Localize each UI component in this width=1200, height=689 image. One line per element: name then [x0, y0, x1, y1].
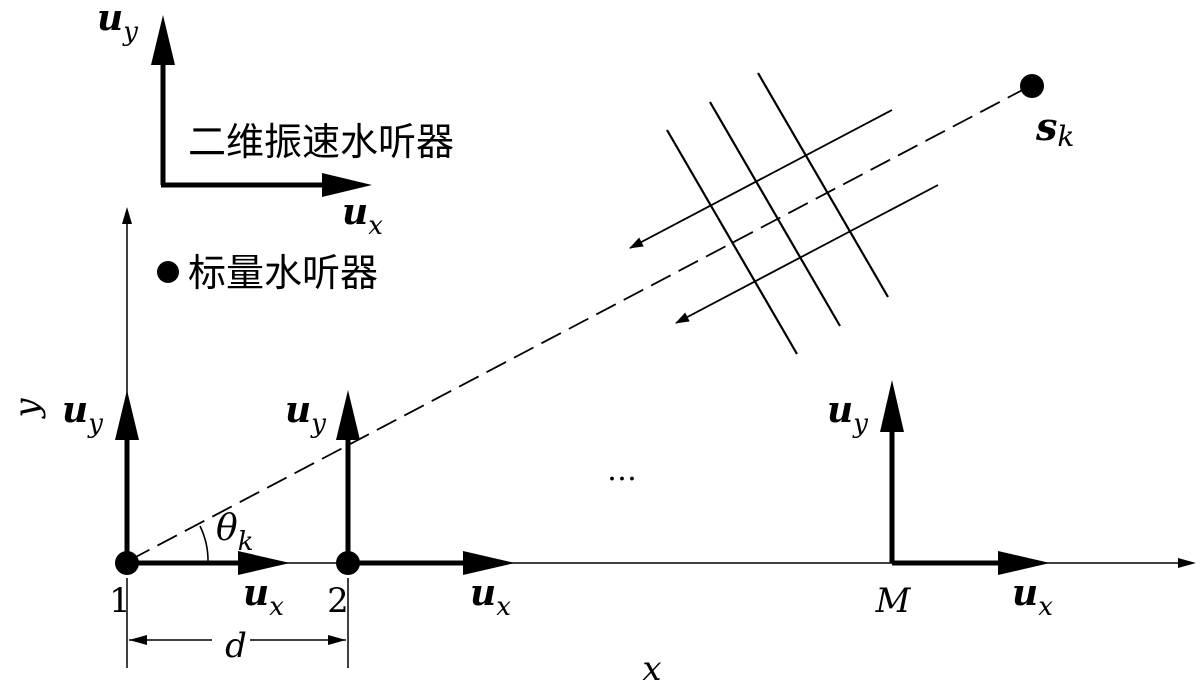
wavefront-line-1	[666, 129, 798, 355]
source-dot	[1020, 74, 1044, 98]
array-ellipsis: …	[607, 453, 637, 488]
propagation-arrow-upper	[629, 109, 893, 249]
sensor-1-dot	[115, 551, 139, 575]
legend-scalar-hydrophone: 标量水听器	[157, 251, 378, 295]
source-and-wavefronts: sk θk	[129, 72, 1074, 564]
spacing-label: d	[225, 626, 247, 666]
y-axis-arrowhead	[122, 207, 132, 224]
sensor-2-uy-label: uy	[285, 389, 326, 439]
legend-vector-hydrophone: uy ux 二维振速水听器	[97, 0, 454, 241]
legend-scalar-hydrophone-label: 标量水听器	[188, 251, 378, 295]
legend-uy-label: uy	[97, 0, 138, 47]
sensor-2: uy ux 2	[285, 389, 515, 622]
sensor-2-ux-arrowhead	[463, 551, 515, 575]
source-direction-dashed-line	[129, 85, 1031, 561]
sensor-1-ux-label: ux	[243, 572, 284, 622]
sensor-1-uy-label: uy	[62, 389, 103, 439]
sensor-m-ux-arrowhead	[998, 551, 1050, 575]
spacing-right-arrowhead	[328, 635, 346, 645]
sensor-2-dot	[336, 551, 360, 575]
spacing-dimension: d	[126, 578, 349, 668]
theta-arc	[199, 525, 209, 564]
sensor-1-index-label: 1	[109, 581, 131, 621]
sensor-m-uy-label: uy	[827, 389, 868, 439]
sensor-2-index-label: 2	[327, 581, 349, 621]
sensor-1-ux-arrowhead	[238, 551, 290, 575]
legend-ux-label: ux	[342, 191, 383, 241]
legend-vector-hydrophone-label: 二维振速水听器	[188, 120, 454, 164]
x-axis-arrowhead	[1178, 558, 1196, 568]
propagation-arrow-lower	[675, 184, 939, 324]
theta-label: θk	[216, 508, 253, 557]
sensor-2-uy-arrowhead	[336, 390, 360, 440]
x-axis-label: x	[642, 649, 661, 689]
coordinate-axes: y x	[7, 207, 1196, 689]
sensor-m-ux-label: ux	[1012, 572, 1053, 622]
sensor-m-index-label: M	[875, 581, 912, 621]
source-label: sk	[1035, 104, 1074, 153]
sensor-m: uy ux M	[827, 380, 1053, 622]
sensor-2-ux-label: ux	[470, 572, 511, 622]
sensor-1: uy ux 1	[62, 389, 290, 622]
y-axis-label: y	[7, 398, 47, 420]
spacing-left-arrowhead	[129, 635, 147, 645]
sensor-1-uy-arrowhead	[115, 390, 139, 440]
wavefront-line-2	[709, 101, 841, 327]
legend-scalar-dot-icon	[157, 261, 179, 283]
legend-uy-arrowhead	[151, 15, 175, 65]
wavefront-line-3	[757, 72, 889, 298]
legend-ux-arrowhead	[322, 173, 372, 197]
sensor-m-uy-arrowhead	[880, 380, 904, 432]
